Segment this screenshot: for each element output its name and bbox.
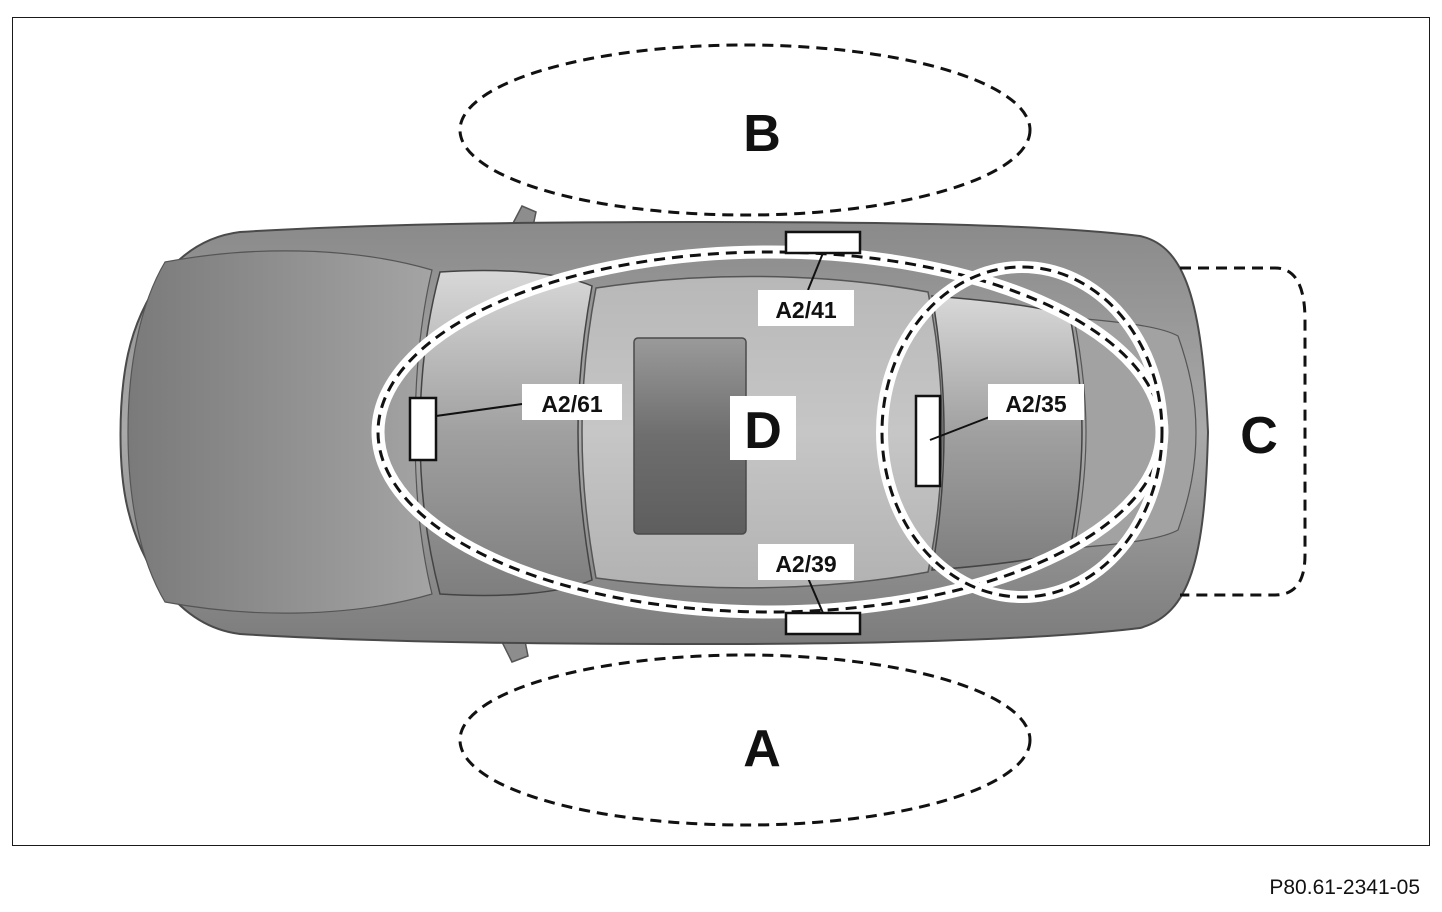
zone-label-b: B xyxy=(743,105,781,163)
leader-lines xyxy=(435,252,993,614)
figure-code: P80.61-2341-05 xyxy=(1269,876,1420,899)
zone-rear-outline xyxy=(880,265,1164,599)
car-trunk xyxy=(1073,317,1197,549)
leader-a2-39 xyxy=(807,577,824,614)
label-bg-a2-35 xyxy=(988,384,1084,420)
antenna-a2-35 xyxy=(914,394,942,488)
windshield xyxy=(419,269,593,597)
label-bg-d xyxy=(730,396,796,460)
zone-c-outline xyxy=(1180,266,1307,597)
antenna-a2-41 xyxy=(784,230,862,255)
label-bg-a2-41 xyxy=(758,290,854,326)
antennas xyxy=(408,230,942,636)
zone-a-outline xyxy=(458,653,1032,827)
label-backgrounds xyxy=(522,290,1290,580)
label-a2-41: A2/41 xyxy=(775,297,837,323)
leader-a2-41 xyxy=(807,252,824,291)
label-bg-c xyxy=(1228,400,1290,464)
leader-a2-35 xyxy=(929,415,993,441)
detection-zones xyxy=(371,43,1307,827)
zone-label-c: C xyxy=(1240,407,1278,465)
antenna-a2-39 xyxy=(784,611,862,636)
label-a2-35: A2/35 xyxy=(1005,391,1067,417)
label-bg-a2-61 xyxy=(522,384,622,420)
diagram-frame xyxy=(12,17,1430,846)
antenna-a2-61 xyxy=(408,396,438,462)
zone-b-outline xyxy=(458,43,1032,217)
car-hood xyxy=(127,250,433,614)
sunroof xyxy=(633,337,747,535)
label-a2-61: A2/61 xyxy=(541,391,603,417)
label-a2-39: A2/39 xyxy=(775,551,836,577)
car-illustration xyxy=(119,205,1210,663)
zone-label-d: D xyxy=(744,402,782,460)
label-bg-a2-39 xyxy=(758,544,854,580)
zone-label-a: A xyxy=(743,720,781,778)
rear-window xyxy=(931,295,1083,571)
leader-a2-61 xyxy=(435,403,523,417)
